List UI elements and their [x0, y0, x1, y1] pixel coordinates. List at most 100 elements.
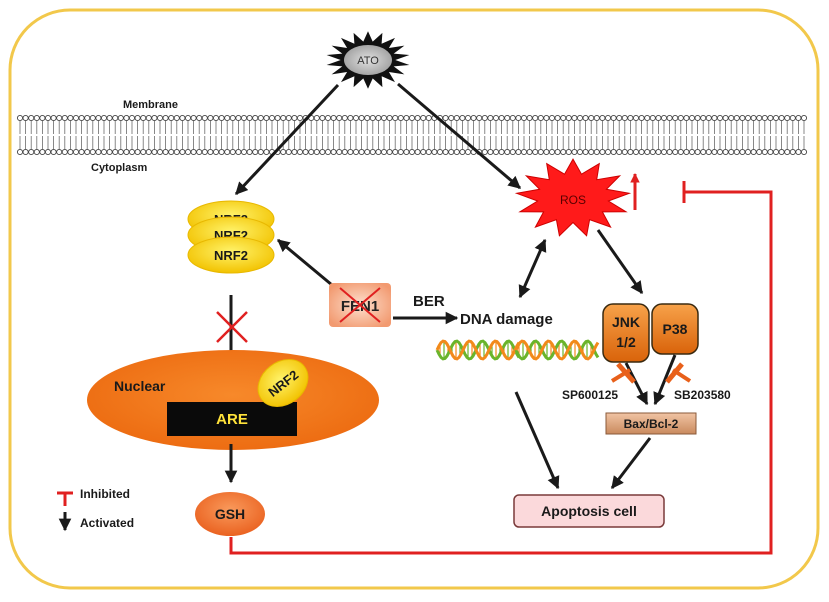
- lipid-head: [95, 148, 102, 156]
- lipid-head: [162, 148, 169, 156]
- lipid-head: [100, 114, 108, 122]
- lipid-head: [716, 114, 724, 122]
- lipid-head: [408, 148, 416, 156]
- arrow-bax-to-apoptosis: [610, 437, 652, 490]
- lipid-head: [190, 114, 197, 122]
- lipid-head: [252, 148, 259, 156]
- dna-helix: [435, 339, 600, 361]
- sp600125-label: SP600125: [562, 388, 618, 402]
- lipid-head: [756, 114, 763, 122]
- sb203580-label: SB203580: [674, 388, 731, 402]
- lipid-head: [44, 114, 52, 122]
- lipid-head: [268, 114, 276, 122]
- lipid-head: [599, 148, 606, 156]
- lipid-head: [638, 148, 645, 156]
- lipid-head: [397, 148, 404, 156]
- arrow-ros-to-jnk: [596, 229, 644, 295]
- lipid-head: [50, 114, 57, 122]
- lipid-head: [459, 148, 466, 156]
- lipid-head: [414, 148, 421, 156]
- nrf2-front: [187, 236, 275, 274]
- lipid-head: [212, 114, 220, 122]
- lipid-head: [33, 114, 40, 122]
- lipid-head: [543, 114, 550, 122]
- lipid-head: [375, 148, 382, 156]
- lipid-head: [784, 114, 791, 122]
- lipid-head: [616, 114, 623, 122]
- lipid-head: [616, 148, 623, 156]
- lipid-head: [190, 148, 197, 156]
- lipid-head: [285, 148, 292, 156]
- lipid-head: [61, 148, 68, 156]
- lipid-head: [308, 148, 315, 156]
- lipid-head: [565, 148, 572, 156]
- lipid-head: [140, 114, 147, 122]
- lipid-head: [50, 148, 57, 156]
- lipid-head: [16, 148, 24, 156]
- lipid-head: [184, 114, 192, 122]
- lipid-head: [756, 148, 763, 156]
- lipid-head: [22, 148, 29, 156]
- lipid-head: [722, 114, 729, 122]
- lipid-head: [263, 114, 270, 122]
- lipid-head: [509, 114, 516, 122]
- are-label: ARE: [216, 411, 248, 428]
- lipid-head: [78, 114, 85, 122]
- lipid-head: [100, 148, 108, 156]
- lipid-head: [677, 148, 684, 156]
- lipid-head: [252, 114, 259, 122]
- lipid-head: [95, 114, 102, 122]
- lipid-head: [464, 114, 472, 122]
- ros-burst-shape: [514, 158, 632, 237]
- lipid-head: [795, 114, 802, 122]
- lipid-head: [537, 114, 544, 122]
- lipid-head: [240, 114, 248, 122]
- lipid-head: [151, 114, 158, 122]
- lipid-head: [772, 114, 780, 122]
- lipid-head: [425, 114, 432, 122]
- lipid-head: [403, 114, 410, 122]
- lipid-head: [688, 114, 696, 122]
- lipid-head: [408, 114, 416, 122]
- lipid-head: [89, 148, 96, 156]
- lipid-head: [705, 114, 712, 122]
- lipid-head: [156, 114, 164, 122]
- lipid-head: [795, 148, 802, 156]
- lipid-head: [313, 148, 320, 156]
- legend-activated-label: Activated: [80, 516, 134, 530]
- lipid-head: [341, 114, 348, 122]
- lipid-head: [492, 148, 500, 156]
- lipid-head: [22, 114, 29, 122]
- lipid-head: [140, 148, 147, 156]
- lipid-head: [582, 114, 589, 122]
- lipid-head: [560, 114, 567, 122]
- lipid-head: [369, 148, 376, 156]
- jnk-box: [602, 303, 650, 363]
- lipid-head: [369, 114, 376, 122]
- lipid-head: [593, 114, 600, 122]
- lipid-head: [767, 114, 774, 122]
- lipid-head: [179, 148, 186, 156]
- lipid-head: [644, 114, 651, 122]
- ato-label: ATO: [357, 55, 379, 67]
- block-cross-b: [216, 311, 248, 343]
- lipid-head: [610, 148, 617, 156]
- lipid-head: [767, 148, 774, 156]
- arrow-ato-to-ros: [397, 82, 521, 190]
- lipid-head: [610, 114, 617, 122]
- lipid-head: [526, 148, 533, 156]
- lipid-head: [106, 148, 113, 156]
- lipid-head: [677, 114, 684, 122]
- lipid-head: [694, 114, 701, 122]
- arrow-ato-to-nrf2: [234, 83, 340, 196]
- lipid-head: [420, 114, 427, 122]
- lipid-head: [576, 114, 584, 122]
- lipid-head: [655, 148, 662, 156]
- lipid-head: [291, 148, 298, 156]
- lipid-head: [212, 148, 220, 156]
- jnk-label-line2: 1/2: [616, 334, 636, 350]
- fen1-label: FEN1: [341, 298, 379, 315]
- lipid-head: [330, 114, 337, 122]
- lipid-head: [112, 148, 119, 156]
- lipid-head: [39, 114, 46, 122]
